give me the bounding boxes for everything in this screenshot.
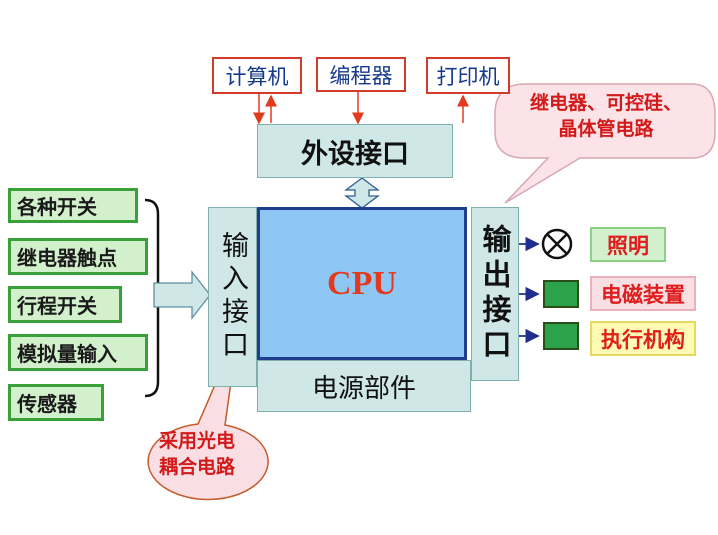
input-item-analog-input: 模拟量输入 (8, 334, 148, 371)
input-interface-box: 输入接口 (208, 207, 257, 387)
input-item-travel-switch: 行程开关 (8, 286, 122, 323)
solenoid-label: 电磁装置 (601, 281, 685, 307)
programmer-box: 编程器 (316, 57, 406, 92)
input-callout-bubble (147, 331, 269, 501)
input-item-label: 各种开关 (17, 195, 97, 219)
peripheral-interface-box: 外设接口 (257, 124, 453, 178)
lighting-label: 照明 (607, 232, 649, 258)
input-item-relay-contacts: 继电器触点 (8, 238, 148, 275)
cpu-label: CPU (327, 264, 397, 302)
bidirectional-arrow (344, 177, 380, 209)
input-item-sensor: 传感器 (8, 384, 104, 421)
input-item-switches: 各种开关 (8, 188, 138, 223)
printer-box: 打印机 (426, 57, 510, 94)
input-callout-line1: 采用光电 (158, 430, 235, 452)
solenoid-device-icon (543, 280, 579, 308)
input-item-label: 行程开关 (17, 294, 97, 318)
computer-bus-arrows (253, 94, 277, 125)
computer-label: 计算机 (225, 64, 289, 89)
input-arrow (153, 270, 211, 320)
lighting-label-box: 照明 (590, 227, 666, 262)
actuator-device-icon (543, 322, 579, 350)
input-item-label: 传感器 (17, 392, 77, 416)
power-unit-box: 电源部件 (257, 360, 471, 412)
input-callout-text: 采用光电 耦合电路 (134, 428, 260, 480)
output-callout-line1: 继电器、可控硅、 (529, 92, 682, 114)
input-item-label: 继电器触点 (17, 246, 117, 270)
output-interface-box: 输出接口 (471, 207, 519, 381)
peripheral-interface-label: 外设接口 (301, 138, 409, 170)
actuator-label: 执行机构 (601, 326, 685, 352)
input-item-label: 模拟量输入 (17, 342, 117, 366)
lamp-icon (541, 228, 573, 260)
output-interface-label: 输出接口 (478, 224, 512, 364)
computer-box: 计算机 (212, 57, 302, 94)
output-callout-line2: 晶体管电路 (558, 118, 654, 140)
programmer-label: 编程器 (329, 63, 393, 88)
input-callout-line2: 耦合电路 (158, 456, 235, 478)
solenoid-label-box: 电磁装置 (590, 276, 696, 311)
printer-label: 打印机 (436, 64, 500, 89)
actuator-label-box: 执行机构 (590, 321, 696, 356)
power-unit-label: 电源部件 (311, 373, 416, 404)
input-interface-label: 输入接口 (217, 231, 248, 363)
output-callout-text: 继电器、可控硅、 晶体管电路 (500, 90, 712, 142)
cpu-block: CPU (257, 207, 467, 360)
output-callout-bubble (494, 83, 716, 204)
